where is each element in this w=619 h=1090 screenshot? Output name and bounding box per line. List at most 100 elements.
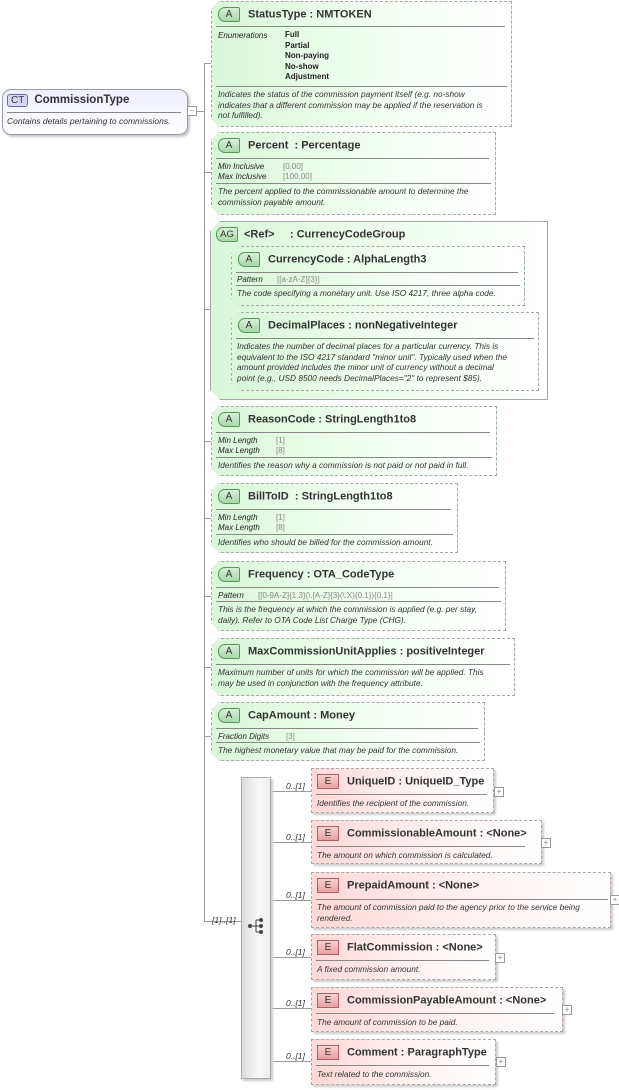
connector-el-prepaid	[270, 900, 312, 901]
divider	[316, 794, 487, 795]
divider	[216, 587, 499, 588]
divider	[316, 1013, 554, 1014]
connector-maxcommission	[204, 667, 211, 668]
divider	[216, 664, 510, 665]
attribute-type: NMTOKEN	[316, 8, 372, 21]
element-name: PrepaidAmount	[347, 879, 429, 892]
facet-value: [1]	[276, 513, 285, 522]
facet-label: Enumerations	[218, 31, 268, 40]
divider	[216, 158, 489, 159]
attribute-badge: A	[218, 7, 240, 22]
attribute-name: Frequency	[248, 568, 304, 581]
description-line: Indicates the status of the commission p…	[218, 89, 465, 99]
attribute-name: MaxCommissionUnitApplies	[248, 645, 397, 658]
element-cardinality: 0..[1]	[286, 890, 305, 900]
attribute-badge: A	[238, 252, 260, 267]
attribute-type: StringLength1to8	[325, 413, 417, 426]
connector-el-uniqueid	[270, 791, 312, 792]
facet-value: [[0-9A-Z]{1,3}(\.[A-Z]{3}(\.X){0,1}){0,1…	[258, 591, 393, 600]
divider	[236, 285, 520, 286]
facet-value: [8]	[276, 446, 285, 455]
element-cardinality: 0..[1]	[286, 781, 305, 791]
enum-value: Non-paying	[285, 51, 329, 60]
attribute-type: nonNegativeInteger	[354, 319, 458, 332]
complex-type-name: CommissionType	[34, 94, 130, 106]
expand-toggle-icon[interactable]: +	[496, 1057, 506, 1067]
complex-type-badge: CT	[7, 94, 29, 107]
divider	[316, 960, 489, 961]
attribute-type: OTA_CodeType	[313, 568, 395, 581]
description-line: The code specifying a monetary unit. Use…	[237, 288, 496, 298]
facet-value: [[a-zA-Z]{3}]	[277, 275, 320, 284]
facet-label: Min Length	[218, 513, 258, 522]
collapse-toggle-icon[interactable]: −	[187, 106, 197, 116]
expand-toggle-icon[interactable]: +	[562, 1005, 572, 1015]
element-name: FlatCommission	[347, 941, 433, 954]
attribute-type: StringLength1to8	[301, 490, 393, 503]
attribute-badge: A	[218, 138, 240, 153]
attribute-type: AlphaLength3	[353, 253, 427, 266]
element-cardinality: 0..[1]	[286, 947, 305, 957]
attribute-badge: A	[238, 318, 260, 333]
facet-label: Min Inclusive	[218, 162, 265, 171]
connector-trunk	[204, 63, 205, 921]
attribute-name: CapAmount	[248, 709, 311, 722]
element-name: CommissionableAmount	[347, 827, 477, 840]
element-name: CommissionPayableAmount	[347, 994, 497, 1007]
complex-type-commissiontype[interactable]: CT CommissionType Contains details pertai…	[2, 89, 188, 135]
sequence-cardinality: [1]..[1]	[212, 915, 236, 925]
facet-label: Max Inclusive	[218, 172, 267, 181]
element-type: <None>	[438, 879, 480, 892]
description-line: commission payable amount.	[218, 196, 326, 207]
description-line: The amount of commission paid to the age…	[317, 902, 580, 912]
complex-type-description: Contains details pertaining to commissio…	[7, 116, 171, 126]
description-line: may be used in conjunction with the freq…	[218, 677, 423, 688]
description-line: point (e.g., USD 8500 needs DecimalPlace…	[237, 372, 483, 383]
expand-toggle-icon[interactable]: +	[495, 953, 505, 963]
connector-el-comment	[270, 1061, 312, 1062]
enum-value: Adjustment	[285, 72, 329, 81]
element-description: Text related to the commission.	[317, 1069, 432, 1079]
expand-toggle-icon[interactable]: +	[494, 787, 504, 797]
enum-value: Partial	[285, 40, 310, 50]
expand-toggle-icon[interactable]: +	[610, 895, 619, 905]
element-type: <None>	[505, 994, 547, 1007]
attribute-description: Identifies the reason why a commission i…	[218, 460, 468, 471]
attribute-type: positiveInteger	[406, 645, 485, 658]
attribute-badge: A	[218, 644, 240, 659]
expand-toggle-icon[interactable]: +	[541, 838, 551, 848]
connector-el-payable	[270, 1008, 312, 1009]
enum-value: No-show	[285, 61, 319, 71]
sequence-compositor[interactable]	[241, 777, 271, 1079]
element-type: <None>	[442, 941, 483, 954]
facet-value: [100.00]	[283, 172, 312, 181]
attribute-group-type: CurrencyCodeGroup	[296, 228, 406, 241]
facet-value: [8]	[276, 523, 285, 532]
divider	[316, 846, 525, 847]
attribute-description: Indicates the number of decimal places f…	[237, 341, 507, 383]
element-type: UniqueID_Type	[405, 775, 485, 788]
attribute-description: The percent applied to the commissionabl…	[218, 186, 468, 207]
attribute-name: StatusType	[248, 8, 307, 21]
divider	[216, 183, 491, 184]
connector-ag	[204, 309, 211, 310]
connector-capamount	[204, 736, 211, 737]
element-name: UniqueID	[347, 775, 396, 788]
facet-value: [0.00]	[283, 162, 304, 171]
facet-label: Min Length	[218, 436, 258, 445]
